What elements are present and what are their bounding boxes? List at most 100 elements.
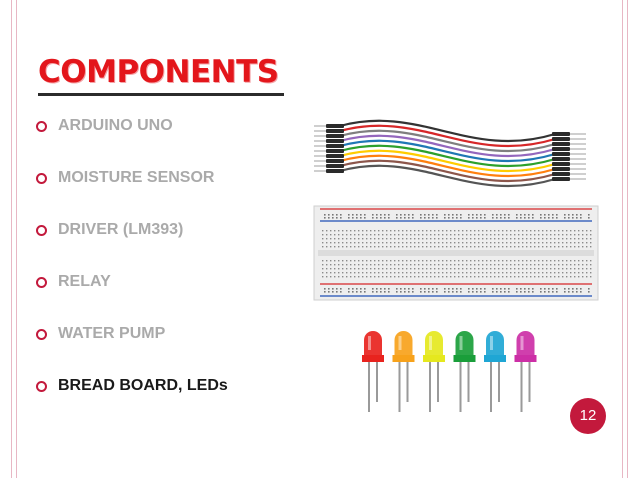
breadboard-hole — [494, 260, 496, 262]
breadboard-hole — [490, 242, 492, 244]
breadboard-hole — [400, 217, 402, 219]
breadboard-hole — [586, 242, 588, 244]
list-item: ARDUINO UNO — [36, 116, 228, 168]
led-rim — [484, 355, 506, 362]
breadboard-hole — [494, 268, 496, 270]
breadboard-hole — [410, 260, 412, 262]
breadboard-hole — [322, 260, 324, 262]
breadboard-hole — [546, 276, 548, 278]
breadboard-hole — [466, 246, 468, 248]
breadboard-hole — [422, 276, 424, 278]
breadboard-hole — [588, 288, 590, 290]
breadboard-hole — [564, 291, 566, 293]
breadboard-hole — [394, 242, 396, 244]
breadboard-hole — [406, 264, 408, 266]
breadboard-hole — [460, 217, 462, 219]
breadboard-hole — [360, 291, 362, 293]
breadboard-hole — [424, 217, 426, 219]
breadboard-hole — [490, 230, 492, 232]
breadboard-hole — [434, 264, 436, 266]
breadboard-channel — [318, 250, 594, 256]
breadboard-hole — [438, 242, 440, 244]
breadboard-hole — [400, 214, 402, 216]
breadboard-hole — [442, 230, 444, 232]
wire-plug — [552, 157, 570, 161]
breadboard-hole — [514, 246, 516, 248]
breadboard-hole — [378, 230, 380, 232]
breadboard-hole — [366, 276, 368, 278]
breadboard-hole — [454, 272, 456, 274]
breadboard-hole — [574, 242, 576, 244]
breadboard-hole — [496, 288, 498, 290]
breadboard-hole — [482, 238, 484, 240]
breadboard-hole — [430, 234, 432, 236]
breadboard-hole — [514, 238, 516, 240]
breadboard-hole — [534, 276, 536, 278]
breadboard-hole — [586, 264, 588, 266]
breadboard-hole — [350, 272, 352, 274]
breadboard-hole — [566, 260, 568, 262]
breadboard-hole — [474, 234, 476, 236]
wire-plug — [326, 154, 344, 158]
breadboard-hole — [338, 238, 340, 240]
breadboard-hole — [462, 246, 464, 248]
breadboard-hole — [498, 264, 500, 266]
breadboard-hole — [370, 242, 372, 244]
breadboard-hole — [322, 268, 324, 270]
breadboard-hole — [364, 291, 366, 293]
breadboard-hole — [334, 234, 336, 236]
breadboard-hole — [386, 268, 388, 270]
breadboard-hole — [380, 214, 382, 216]
breadboard-hole — [422, 234, 424, 236]
list-item-label: DRIVER (LM393) — [58, 221, 184, 238]
breadboard-hole — [494, 272, 496, 274]
breadboard-hole — [456, 217, 458, 219]
breadboard-hole — [514, 268, 516, 270]
breadboard-hole — [564, 214, 566, 216]
breadboard-hole — [394, 268, 396, 270]
breadboard-hole — [398, 242, 400, 244]
breadboard-hole — [334, 230, 336, 232]
breadboard-hole — [582, 268, 584, 270]
led-body — [516, 331, 535, 362]
breadboard-hole — [366, 230, 368, 232]
breadboard-hole — [338, 264, 340, 266]
list-item: WATER PUMP — [36, 324, 228, 376]
breadboard-hole — [340, 288, 342, 290]
breadboard-hole — [354, 276, 356, 278]
breadboard-hole — [326, 246, 328, 248]
breadboard-hole — [446, 242, 448, 244]
breadboard-hole — [452, 214, 454, 216]
breadboard-hole — [444, 214, 446, 216]
breadboard-hole — [446, 276, 448, 278]
breadboard-hole — [386, 276, 388, 278]
breadboard-hole — [526, 238, 528, 240]
breadboard-hole — [322, 238, 324, 240]
breadboard-hole — [526, 268, 528, 270]
breadboard-hole — [582, 242, 584, 244]
breadboard-hole — [328, 217, 330, 219]
breadboard-hole — [482, 234, 484, 236]
breadboard-hole — [498, 268, 500, 270]
breadboard-hole — [330, 276, 332, 278]
breadboard-hole — [538, 234, 540, 236]
breadboard-hole — [418, 230, 420, 232]
breadboard-hole — [382, 268, 384, 270]
breadboard-hole — [582, 230, 584, 232]
breadboard-hole — [434, 268, 436, 270]
wire-plug — [326, 139, 344, 143]
breadboard-hole — [520, 214, 522, 216]
breadboard-hole — [402, 230, 404, 232]
breadboard-hole — [342, 238, 344, 240]
breadboard-hole — [574, 272, 576, 274]
breadboard-hole — [492, 288, 494, 290]
breadboard-hole — [506, 272, 508, 274]
breadboard-hole — [338, 272, 340, 274]
breadboard-hole — [446, 268, 448, 270]
breadboard-hole — [582, 238, 584, 240]
breadboard-hole — [348, 288, 350, 290]
breadboard-hole — [394, 260, 396, 262]
breadboard-hole — [450, 230, 452, 232]
breadboard-hole — [590, 268, 592, 270]
